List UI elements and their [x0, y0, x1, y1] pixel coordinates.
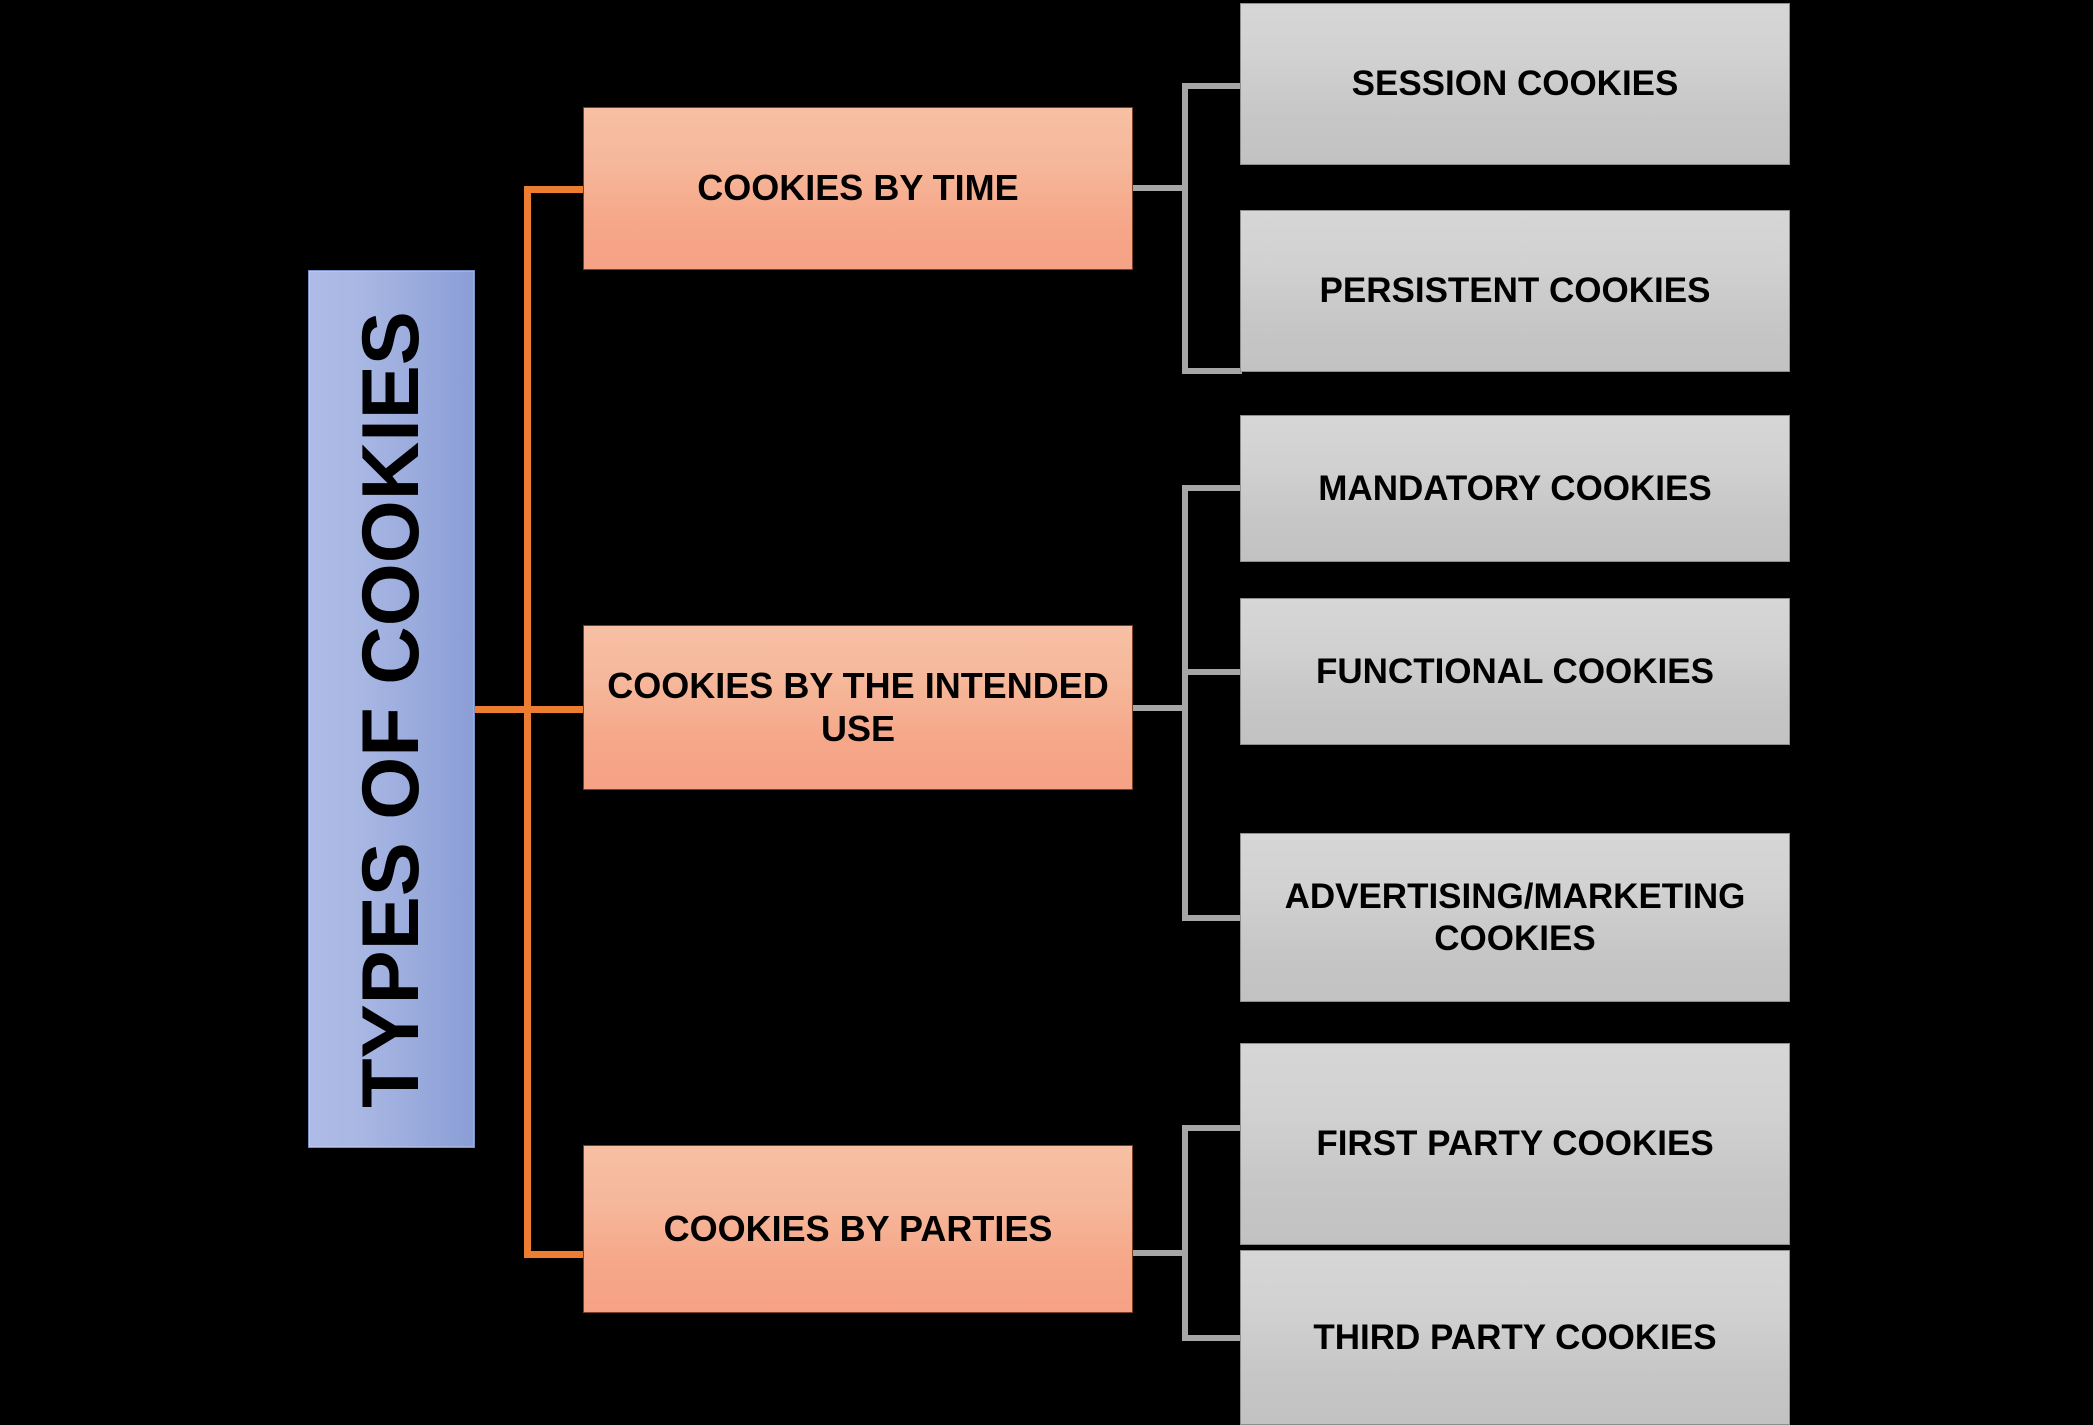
- root-node-types-of-cookies[interactable]: TYPES OF COOKIES: [308, 270, 475, 1148]
- branch-node-cookies-by-parties[interactable]: COOKIES BY PARTIES: [583, 1145, 1133, 1313]
- leaf-node-first-party-cookies[interactable]: FIRST PARTY COOKIES: [1240, 1043, 1790, 1245]
- connector-branch-parties: [524, 1251, 586, 1258]
- leaf-node-label: THIRD PARTY COOKIES: [1313, 1317, 1717, 1357]
- connector-branch-time: [524, 186, 586, 193]
- leaf-node-mandatory-cookies[interactable]: MANDATORY COOKIES: [1240, 415, 1790, 562]
- branch-node-label: COOKIES BY PARTIES: [663, 1207, 1053, 1249]
- connector-parties-third: [1182, 1335, 1242, 1341]
- branch-node-cookies-by-time[interactable]: COOKIES BY TIME: [583, 107, 1133, 270]
- connector-use-spine: [1182, 485, 1188, 921]
- connector-root-stub: [475, 706, 531, 713]
- leaf-node-persistent-cookies[interactable]: PERSISTENT COOKIES: [1240, 210, 1790, 372]
- connector-time-spine: [1182, 83, 1188, 374]
- leaf-node-label: PERSISTENT COOKIES: [1319, 271, 1711, 311]
- connector-root-spine: [524, 186, 531, 1258]
- connector-time-persistent: [1182, 368, 1242, 374]
- connector-parties-first: [1182, 1125, 1242, 1131]
- root-node-label: TYPES OF COOKIES: [346, 310, 437, 1108]
- leaf-node-label: ADVERTISING/MARKETING COOKIES: [1284, 877, 1746, 958]
- leaf-node-label: SESSION COOKIES: [1351, 64, 1679, 104]
- connector-branch-intended-use: [524, 706, 586, 713]
- branch-node-label: COOKIES BY THE INTENDED USE: [607, 665, 1109, 749]
- connector-use-functional: [1182, 669, 1242, 675]
- branch-node-cookies-by-intended-use[interactable]: COOKIES BY THE INTENDED USE: [583, 625, 1133, 790]
- leaf-node-third-party-cookies[interactable]: THIRD PARTY COOKIES: [1240, 1250, 1790, 1425]
- connector-use-mandatory: [1182, 485, 1242, 491]
- leaf-node-label: MANDATORY COOKIES: [1318, 468, 1712, 508]
- connector-use-stub: [1133, 705, 1188, 711]
- connector-time-session: [1182, 83, 1242, 89]
- connector-parties-stub: [1133, 1250, 1188, 1256]
- leaf-node-label: FUNCTIONAL COOKIES: [1316, 651, 1714, 691]
- branch-node-label: COOKIES BY TIME: [697, 167, 1019, 209]
- connector-use-advertising: [1182, 915, 1242, 921]
- connector-parties-spine: [1182, 1125, 1188, 1341]
- leaf-node-functional-cookies[interactable]: FUNCTIONAL COOKIES: [1240, 598, 1790, 745]
- leaf-node-session-cookies[interactable]: SESSION COOKIES: [1240, 3, 1790, 165]
- leaf-node-label: FIRST PARTY COOKIES: [1316, 1124, 1714, 1164]
- leaf-node-advertising-marketing-cookies[interactable]: ADVERTISING/MARKETING COOKIES: [1240, 833, 1790, 1002]
- connector-time-stub: [1133, 185, 1188, 191]
